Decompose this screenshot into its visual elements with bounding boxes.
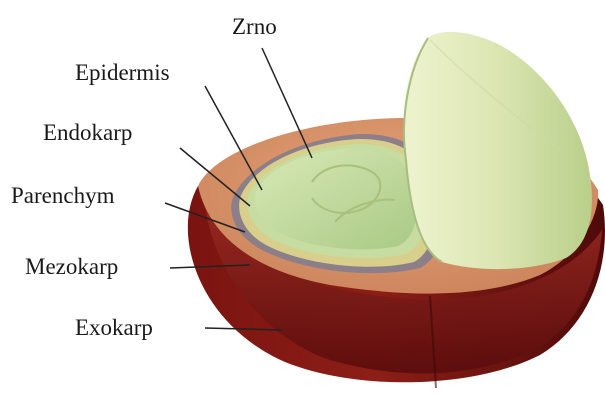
label-zrno: Zrno [232,14,277,39]
right-bean [404,32,592,269]
label-mezokarp: Mezokarp [25,254,118,279]
label-exokarp: Exokarp [75,315,153,340]
label-epidermis: Epidermis [75,60,170,85]
label-endokarp: Endokarp [43,120,132,145]
label-parenchym: Parenchym [11,183,115,208]
